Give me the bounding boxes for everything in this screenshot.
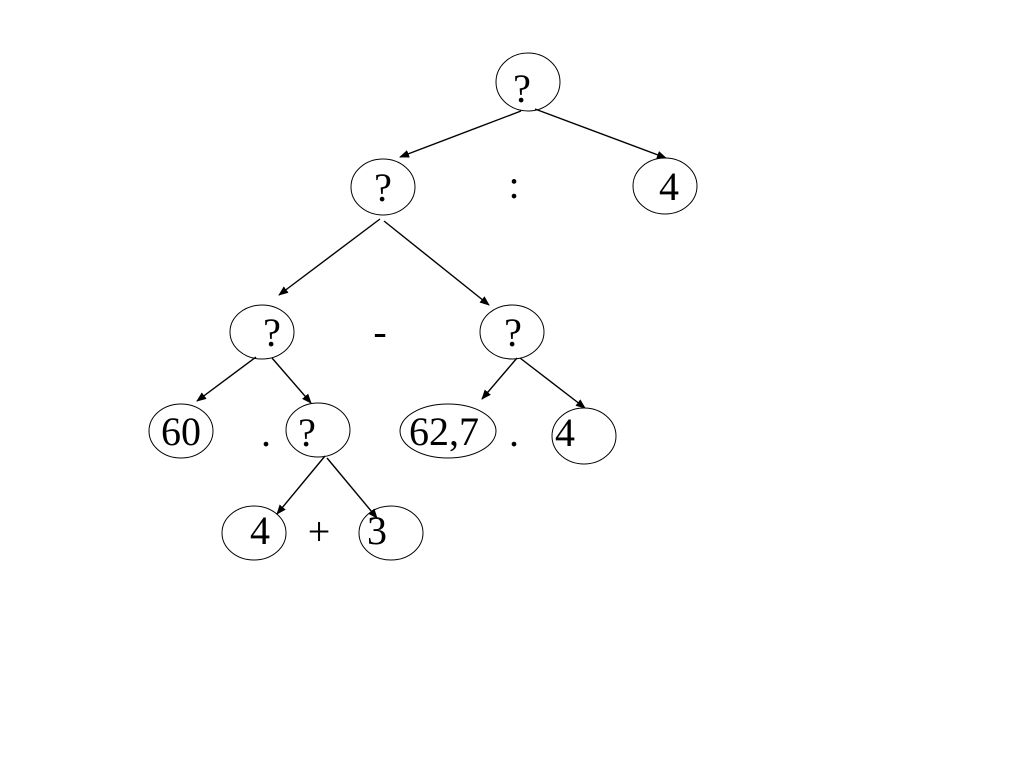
node-left-right-label: ? [504, 310, 522, 355]
node-four-c: 4 [221, 505, 287, 561]
node-three-label: 3 [367, 508, 387, 553]
edge-left-to-left-right [383, 220, 490, 306]
node-right-four: 4 [632, 157, 698, 215]
node-four-b-label: 4 [555, 410, 575, 455]
node-three: 3 [358, 505, 424, 561]
tree-nodes: ? ? 4 ? ? 60 ? [148, 52, 698, 561]
node-four-b: 4 [551, 407, 617, 465]
node-dot-q: ? [285, 402, 351, 458]
operator-left-left: . [261, 410, 271, 455]
node-left-right: ? [479, 304, 545, 360]
operator-left-right: . [509, 410, 519, 455]
node-right-four-label: 4 [659, 164, 679, 209]
node-root: ? [495, 52, 561, 112]
tree-edges [196, 108, 667, 519]
node-four-c-label: 4 [250, 508, 270, 553]
node-left-left: ? [229, 304, 295, 360]
tree-operators: : - . . + [261, 162, 520, 554]
edge-left-right-to-four-b [519, 357, 586, 409]
operator-root: : [508, 162, 519, 207]
node-root-label: ? [513, 66, 531, 111]
edge-left-to-left-left [278, 218, 381, 296]
edge-left-left-to-dot-q [271, 357, 312, 404]
node-left-label: ? [374, 165, 392, 210]
edge-root-to-left [399, 110, 522, 158]
node-left-left-label: ? [263, 310, 281, 355]
edge-dot-q-to-three [326, 457, 378, 519]
edge-left-right-to-sixty-two-seven [481, 357, 518, 400]
node-left: ? [350, 158, 416, 216]
node-sixty-two-seven-label: 62,7 [409, 409, 479, 454]
edge-dot-q-to-four-c [276, 455, 326, 515]
operator-dot-q: + [308, 509, 331, 554]
edge-root-to-right-four [534, 108, 667, 159]
node-sixty-label: 60 [161, 409, 201, 454]
edge-left-left-to-sixty [196, 356, 257, 402]
node-sixty: 60 [148, 403, 214, 459]
node-sixty-two-seven: 62,7 [399, 403, 497, 459]
operator-left: - [373, 309, 386, 354]
node-dot-q-label: ? [298, 410, 316, 455]
